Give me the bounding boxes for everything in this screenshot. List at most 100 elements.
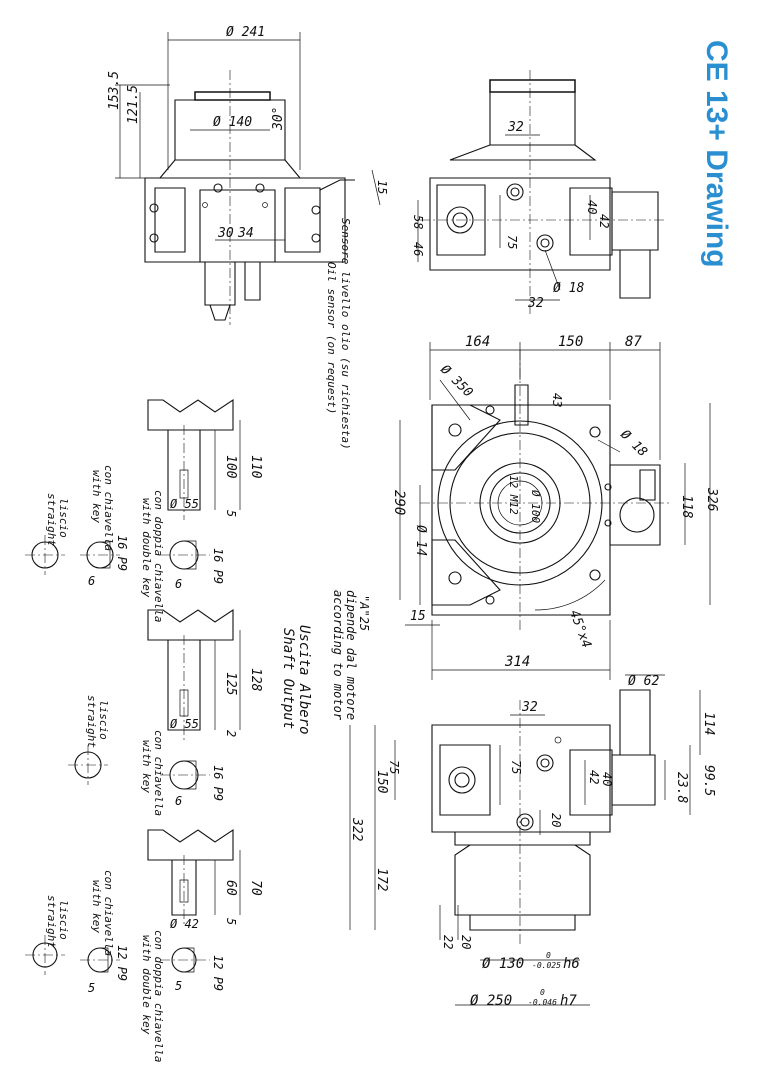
dim-label: Ø 14 <box>413 525 428 556</box>
dim-label: 172 <box>374 868 389 892</box>
sensor-label: Sensore livello olio (su richiesta) <box>339 218 352 450</box>
section-label: with key <box>90 470 103 523</box>
straight-section: liscio straight <box>68 695 110 785</box>
dim-label: 20 <box>459 935 473 949</box>
section-label: liscio <box>57 498 70 538</box>
key-label: con chiavella <box>152 730 165 816</box>
page-title: CE 13+ Drawing <box>700 40 733 268</box>
dim-label: 150 <box>374 770 389 794</box>
dim-label: 5 <box>224 918 238 925</box>
shaft-detail: 110 100 Ø 55 5 <box>147 398 263 520</box>
double-key-section: con chiavella with key 16 P9 6 <box>140 730 225 816</box>
section-label: straight <box>85 695 98 748</box>
dim-label: 42 <box>597 214 611 228</box>
tolerance-label: 0 <box>540 988 545 997</box>
dim-label: 118 <box>679 495 694 519</box>
center-view: 164 150 87 Ø 350 43 Ø 18 290 Ø 14 118 32… <box>331 334 719 721</box>
tolerance-label: -0.046 <box>528 998 557 1007</box>
dim-label: 70 <box>248 880 263 896</box>
dim-label: 46 <box>411 242 425 256</box>
dim-label: 32 <box>507 120 524 135</box>
dim-label: 30 <box>217 226 234 241</box>
dim-label: 32 <box>521 700 538 715</box>
key-label: 6 <box>88 574 95 588</box>
dim-label: Ø 140 <box>213 115 252 130</box>
dim-label: h6 <box>563 956 580 972</box>
key-label: 16 P9 <box>115 535 129 571</box>
dim-label: 60 <box>223 880 238 896</box>
section-label: liscio <box>57 900 70 940</box>
key-label: con doppia chiavella <box>152 490 165 622</box>
straight-section: liscio straight <box>25 493 70 575</box>
dim-label: 125 <box>223 672 238 696</box>
double-key-section: con doppia chiavella with double key 16 … <box>140 490 225 622</box>
note-label: "A"25 <box>357 595 371 631</box>
tolerance-label: 0 <box>546 951 551 960</box>
dim-label: Ø 62 <box>628 674 659 689</box>
dim-label: Ø 55 <box>170 497 199 511</box>
key-section: con chiavella with key 16 P9 6 <box>80 465 129 588</box>
dim-label: Ø 250 <box>470 993 512 1009</box>
dim-label: Ø 241 <box>226 25 265 40</box>
double-key-section: con doppia chiavella with double key 12 … <box>140 930 225 1062</box>
dim-label: Ø 55 <box>170 717 199 731</box>
shaft-detail: 128 125 Ø 55 2 <box>147 608 263 740</box>
bottom-view: Ø 62 114 99.5 23.8 32 75 75 42 40 20 150… <box>349 674 716 1009</box>
dim-label: 15 <box>410 609 426 624</box>
dim-label: Ø 18 <box>617 427 650 460</box>
dim-label: 87 <box>625 334 642 350</box>
dim-label: 75 <box>387 760 401 774</box>
note-label: dipende dal motore <box>344 590 358 720</box>
shaft-output-title: Uscita Albero <box>296 625 312 735</box>
key-label: with double key <box>140 935 153 1035</box>
dim-label: 153.5 <box>107 71 122 110</box>
shaft-output: Uscita Albero Shaft Output 110 100 Ø 55 … <box>25 398 312 1062</box>
section-label: straight <box>45 493 58 546</box>
top-right-view: 32 58 46 75 40 42 32 Ø 18 <box>411 70 665 315</box>
dim-label: 75 <box>509 760 523 774</box>
tolerance-label: -0.025 <box>532 961 561 970</box>
section-label: con chiavella <box>102 465 115 551</box>
key-label: 16 P9 <box>211 765 225 801</box>
dim-label: 150 <box>558 334 583 350</box>
shaft-output-title: Shaft Output <box>280 628 296 729</box>
dim-label: 43 <box>550 393 564 407</box>
section-label: with key <box>90 880 103 933</box>
section-label: straight <box>45 895 58 948</box>
dim-label: Ø 130 <box>482 956 524 972</box>
section-label: liscio <box>97 700 110 740</box>
key-label: 12 P9 <box>211 955 225 991</box>
dim-label: 30° <box>271 107 286 131</box>
dim-label: 12 M12 <box>507 475 520 515</box>
dim-label: 34 <box>237 226 254 241</box>
dim-label: 128 <box>248 668 263 692</box>
key-label: 5 <box>88 981 95 995</box>
dim-label: 326 <box>704 487 719 512</box>
dim-label: 40 <box>600 772 614 786</box>
dim-label: 20 <box>549 813 563 827</box>
top-left-view: Ø 241 153.5 121.5 Ø 140 30° 30 34 15 Sen… <box>107 25 389 450</box>
dim-label: Ø 100 <box>529 490 542 523</box>
key-label: 6 <box>175 577 182 591</box>
key-label: 5 <box>175 979 182 993</box>
dim-label: 32 <box>527 296 544 311</box>
key-label: 6 <box>175 794 182 808</box>
key-label: with double key <box>140 498 153 598</box>
dim-label: 99.5 <box>701 765 716 796</box>
dim-label: Ø 350 <box>437 362 475 400</box>
note-label: according to motor <box>331 590 345 721</box>
dim-label: 5 <box>224 510 238 517</box>
dim-label: 40 <box>585 200 599 214</box>
dim-label: 2 <box>224 730 238 737</box>
dim-label: Ø 42 <box>170 917 199 931</box>
dim-label: 15 <box>375 180 389 194</box>
dim-label: 100 <box>223 455 238 479</box>
straight-section: liscio straight <box>25 895 70 975</box>
key-label: 16 P9 <box>211 548 225 584</box>
key-label: 12 P9 <box>115 945 129 981</box>
dim-label: 22 <box>441 935 455 949</box>
key-label: con doppia chiavella <box>152 930 165 1062</box>
dim-label: 114 <box>701 712 716 735</box>
